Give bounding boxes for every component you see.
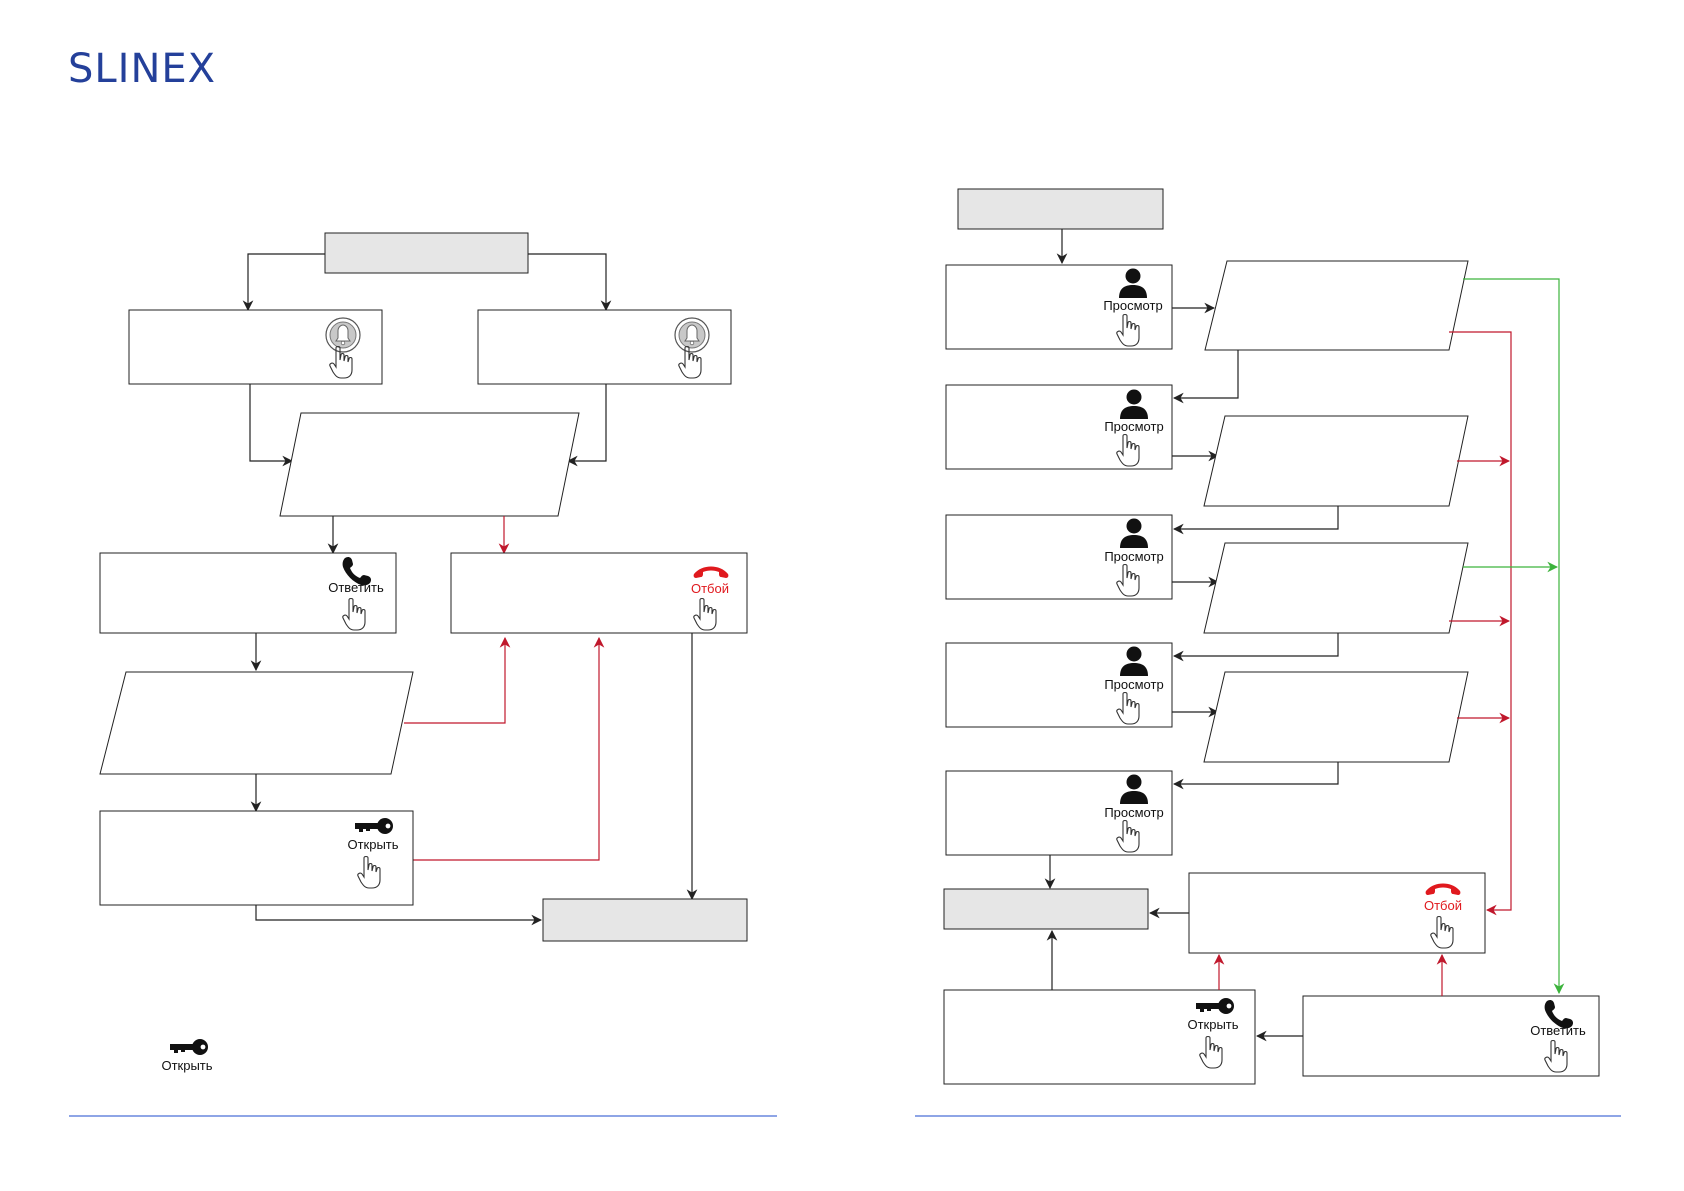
- left-flowchart: Ответить Отбой Открыть: [99, 232, 748, 942]
- answer-label: Ответить: [328, 580, 384, 595]
- right-end-box: [943, 888, 1149, 930]
- legend-key-icon: [170, 1039, 208, 1055]
- answer-label: Ответить: [1530, 1023, 1586, 1038]
- left-hangup-panel: [450, 552, 748, 634]
- open-label: Открыть: [347, 837, 398, 852]
- camera-1-data: [1204, 260, 1469, 351]
- view-label: Просмотр: [1104, 805, 1163, 820]
- camera-3-data: [1203, 542, 1469, 634]
- hangup-label: Отбой: [691, 581, 729, 596]
- view-label: Просмотр: [1104, 549, 1163, 564]
- view-label: Просмотр: [1103, 298, 1162, 313]
- left-incoming-call-data: [279, 412, 580, 517]
- legend-open-label: Открыть: [161, 1058, 212, 1073]
- right-flowchart: Просмотр Просмотр Просмотр Просмотр: [943, 188, 1600, 1085]
- open-label: Открыть: [1187, 1017, 1238, 1032]
- bell-button-icon: [674, 317, 710, 353]
- brand-logo: SLINEX: [68, 46, 217, 92]
- camera-2-data: [1203, 415, 1469, 507]
- camera-4-data: [1203, 671, 1469, 763]
- view-label: Просмотр: [1104, 677, 1163, 692]
- left-end-box: [542, 898, 748, 942]
- right-start-box: [957, 188, 1164, 230]
- bell-button-icon: [325, 317, 361, 353]
- hangup-label: Отбой: [1424, 898, 1462, 913]
- left-start-box: [324, 232, 529, 274]
- view-label: Просмотр: [1104, 419, 1163, 434]
- left-conversation-data: [99, 671, 414, 775]
